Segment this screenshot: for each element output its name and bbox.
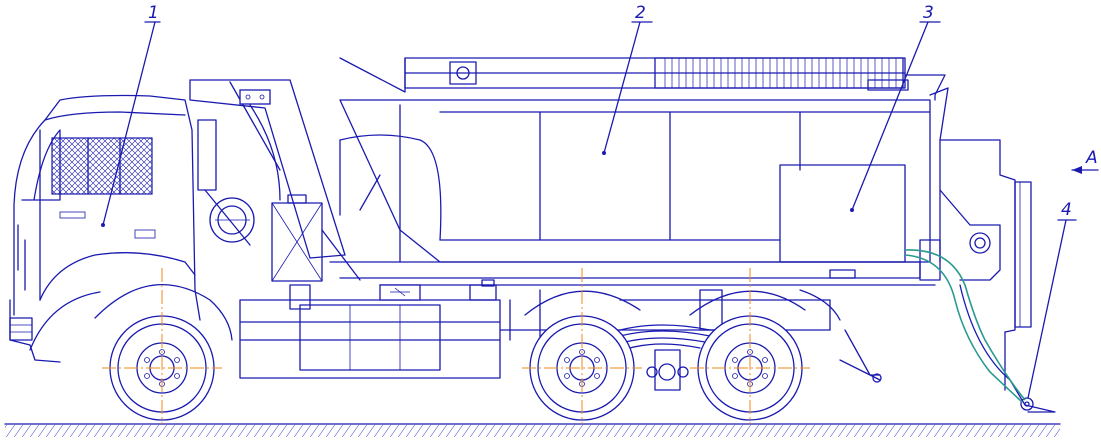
- callout-label-2: 2: [635, 3, 646, 23]
- rear-suspension: [619, 324, 711, 391]
- feed-hose-2: [904, 254, 1023, 403]
- front-wheel: [94, 284, 233, 421]
- rear-wheel-2: [689, 290, 806, 421]
- ground-hatch: [4, 423, 1061, 437]
- callout-1: 1: [101, 3, 161, 227]
- view-arrow-a: A: [1071, 148, 1099, 174]
- callout-4: 4: [1027, 200, 1077, 399]
- callout-3: 3: [850, 3, 941, 212]
- hopper-body: [329, 57, 946, 286]
- callout-2: 2: [602, 3, 653, 155]
- view-arrow-label: A: [1085, 148, 1098, 168]
- truck-cab: [9, 94, 201, 363]
- grille-top: [664, 58, 897, 88]
- rear-spreader: [919, 87, 1056, 413]
- callout-label-4: 4: [1061, 200, 1072, 220]
- axle-centerlines: [102, 268, 810, 424]
- tipping-mechanism: [189, 79, 361, 282]
- callout-label-1: 1: [148, 3, 159, 23]
- feed-hose: [904, 249, 1026, 401]
- callout-label-3: 3: [923, 3, 934, 23]
- chassis: [239, 279, 882, 383]
